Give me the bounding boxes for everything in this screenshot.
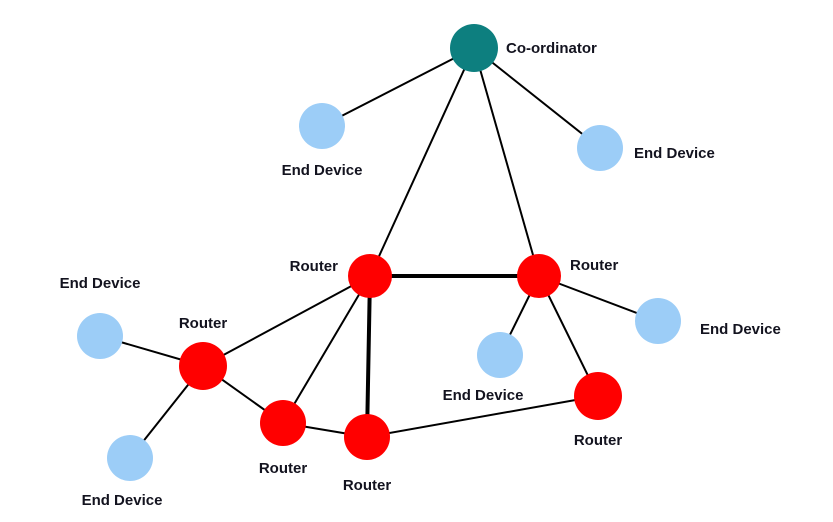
nodes-layer (77, 24, 681, 481)
edge-coordinator-to-router-center (369, 47, 475, 277)
edge-router-center-to-router-left (202, 275, 371, 367)
node-end-device-top-right[interactable] (577, 125, 623, 171)
node-coordinator[interactable] (450, 24, 498, 72)
node-end-device-top-left[interactable] (299, 103, 345, 149)
label-end-device-left: End Device (60, 275, 141, 292)
label-end-device-top-left: End Device (282, 162, 363, 179)
label-router-bottom-right: Router (574, 432, 622, 449)
node-router-center[interactable] (348, 254, 392, 298)
edge-coordinator-to-router-right (473, 47, 540, 277)
node-router-bottom-center[interactable] (344, 414, 390, 460)
node-router-lower-left[interactable] (260, 400, 306, 446)
node-end-device-left[interactable] (77, 313, 123, 359)
edge-router-center-to-router-bottom-center (365, 274, 372, 439)
edge-coordinator-to-end-device-top-left (321, 47, 475, 127)
label-end-device-bottom-left: End Device (82, 492, 163, 509)
label-router-right: Router (570, 257, 618, 274)
node-router-left[interactable] (179, 342, 227, 390)
label-router-bottom-center: Router (343, 477, 391, 494)
edge-router-center-to-router-lower-left (282, 275, 371, 424)
label-router-left: Router (179, 315, 227, 332)
label-coordinator: Co-ordinator (506, 40, 597, 57)
label-router-center: Router (290, 258, 338, 275)
node-end-device-middle[interactable] (477, 332, 523, 378)
label-end-device-right: End Device (700, 321, 781, 338)
label-end-device-top-right: End Device (634, 145, 715, 162)
label-end-device-middle: End Device (443, 387, 524, 404)
edge-coordinator-to-end-device-top-right (473, 47, 601, 149)
label-router-lower-left: Router (259, 460, 307, 477)
node-end-device-bottom-left[interactable] (107, 435, 153, 481)
node-end-device-right[interactable] (635, 298, 681, 344)
node-router-right[interactable] (517, 254, 561, 298)
edge-router-bottom-center-to-router-bottom-right (366, 395, 599, 438)
node-router-bottom-right[interactable] (574, 372, 622, 420)
